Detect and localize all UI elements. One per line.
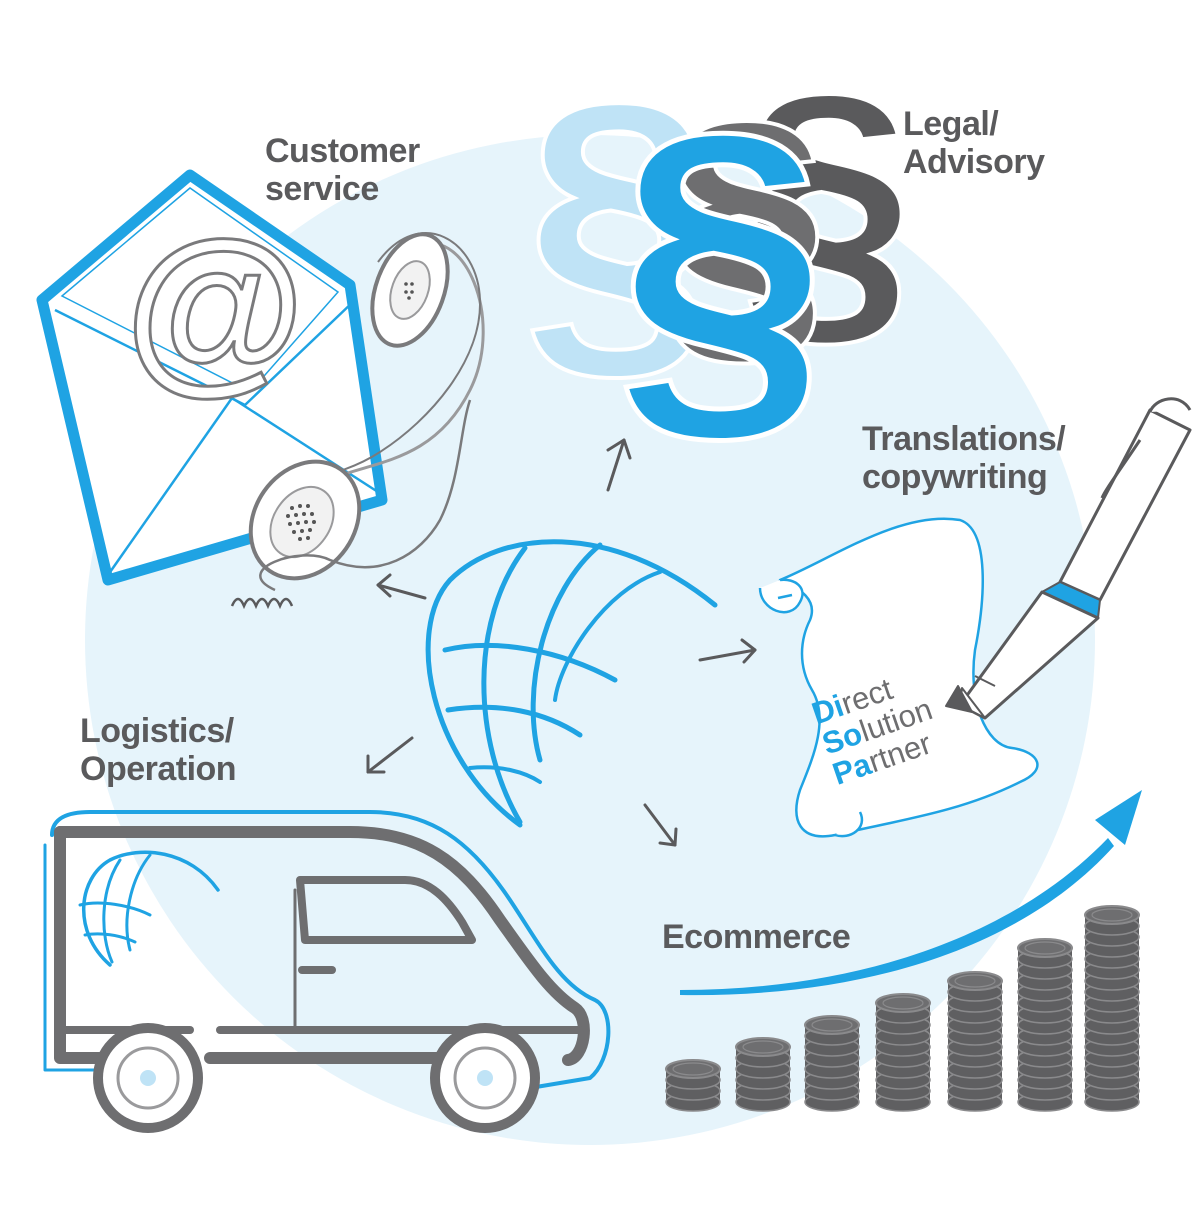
label-customer-service-line1: Customer bbox=[265, 132, 420, 170]
label-ecommerce: Ecommerce bbox=[662, 918, 850, 956]
coin-stack bbox=[876, 994, 930, 1111]
label-translations-line2: copywriting bbox=[862, 458, 1065, 496]
label-legal-line2: Advisory bbox=[903, 143, 1045, 181]
svg-text:§: § bbox=[616, 54, 827, 479]
label-customer-service-line2: service bbox=[265, 170, 420, 208]
coin-stack bbox=[736, 1038, 790, 1111]
coin-stack bbox=[1018, 939, 1072, 1111]
label-legal-line1: Legal/ bbox=[903, 105, 1045, 143]
label-logistics-line2: Operation bbox=[80, 750, 236, 788]
label-ecommerce-text: Ecommerce bbox=[662, 918, 850, 956]
svg-text:@: @ bbox=[125, 204, 305, 410]
label-translations-line1: Translations/ bbox=[862, 420, 1065, 458]
coin-stack bbox=[1085, 906, 1139, 1111]
coin-stack bbox=[805, 1016, 859, 1111]
label-logistics-operation: Logistics/ Operation bbox=[80, 712, 236, 788]
label-translations-copywriting: Translations/ copywriting bbox=[862, 420, 1065, 496]
label-customer-service: Customer service bbox=[265, 132, 420, 208]
coin-stack bbox=[666, 1060, 720, 1111]
at-sign-icon: @ bbox=[125, 204, 305, 410]
coin-stack bbox=[948, 972, 1002, 1111]
label-logistics-line1: Logistics/ bbox=[80, 712, 236, 750]
label-legal-advisory: Legal/ Advisory bbox=[903, 105, 1045, 181]
